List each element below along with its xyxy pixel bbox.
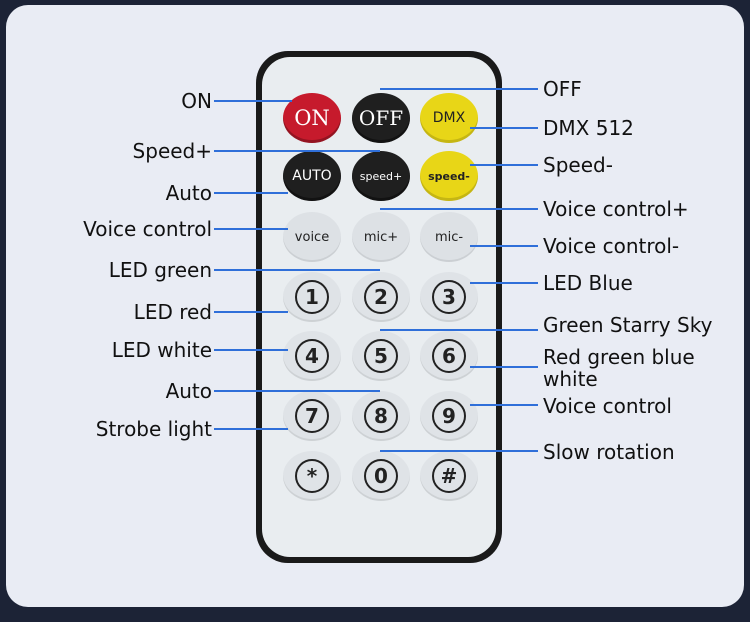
callout-led-red: LED red	[133, 300, 212, 324]
callout-voice-control-right: Voice control	[543, 394, 672, 418]
callout-led-white: LED white	[111, 338, 212, 362]
callout-rgbw-line2: white	[543, 367, 598, 391]
callout-led-green: LED green	[108, 258, 212, 282]
callout-dmx512: DMX 512	[543, 116, 634, 140]
callout-strobe-light: Strobe light	[95, 417, 212, 441]
callout-led-blue: LED Blue	[543, 271, 633, 295]
callout-green-starry-sky: Green Starry Sky	[543, 313, 713, 337]
callout-voice-control-minus: Voice control-	[543, 234, 680, 258]
callout-slow-rotation: Slow rotation	[543, 440, 675, 464]
callout-voice-control-plus: Voice control+	[543, 197, 689, 221]
callout-speed-minus: Speed-	[543, 153, 613, 177]
callout-voice-control: Voice control	[83, 217, 212, 241]
callout-auto: Auto	[165, 181, 212, 205]
callout-off: OFF	[543, 77, 582, 101]
callout-rgbw-line1: Red green blue	[543, 345, 695, 369]
callout-on: ON	[181, 89, 212, 113]
callout-auto-2: Auto	[165, 379, 212, 403]
callout-speed-plus: Speed+	[132, 139, 212, 163]
